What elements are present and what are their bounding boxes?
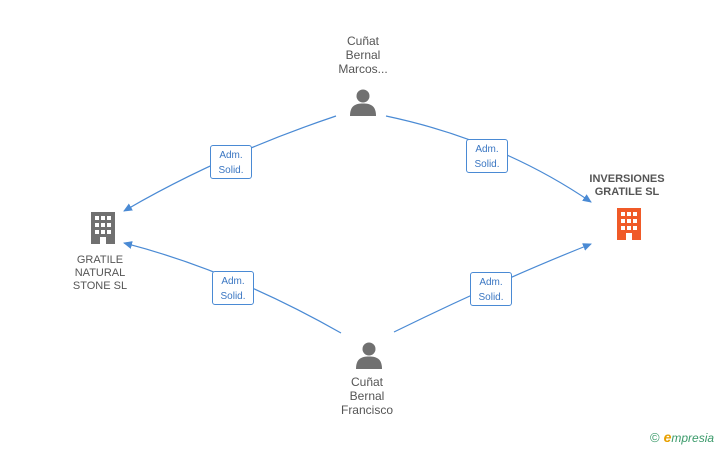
company-label-gratile[interactable]: GRATILE NATURAL STONE SL (72, 254, 128, 292)
edge-label-marcos-inversiones[interactable]: Adm. Solid. (466, 139, 508, 173)
copyright-symbol: © (650, 430, 660, 445)
person-label-francisco[interactable]: Cuñat Bernal Francisco (340, 375, 393, 417)
person-icon[interactable] (349, 88, 377, 116)
building-icon[interactable] (614, 207, 644, 241)
brand-name: mpresia (671, 431, 715, 445)
brand-logo: ©empresia (650, 429, 714, 445)
edge-label-francisco-gratile[interactable]: Adm. Solid. (212, 271, 254, 305)
person-label-marcos[interactable]: Cuñat Bernal Marcos... (338, 34, 388, 76)
brand-initial: e (663, 429, 672, 445)
company-label-inversiones[interactable]: INVERSIONES GRATILE SL (589, 173, 665, 198)
edge-label-marcos-gratile[interactable]: Adm. Solid. (210, 145, 252, 179)
edge-label-francisco-inversiones[interactable]: Adm. Solid. (470, 272, 512, 306)
person-icon[interactable] (355, 341, 383, 369)
building-icon[interactable] (88, 211, 118, 245)
